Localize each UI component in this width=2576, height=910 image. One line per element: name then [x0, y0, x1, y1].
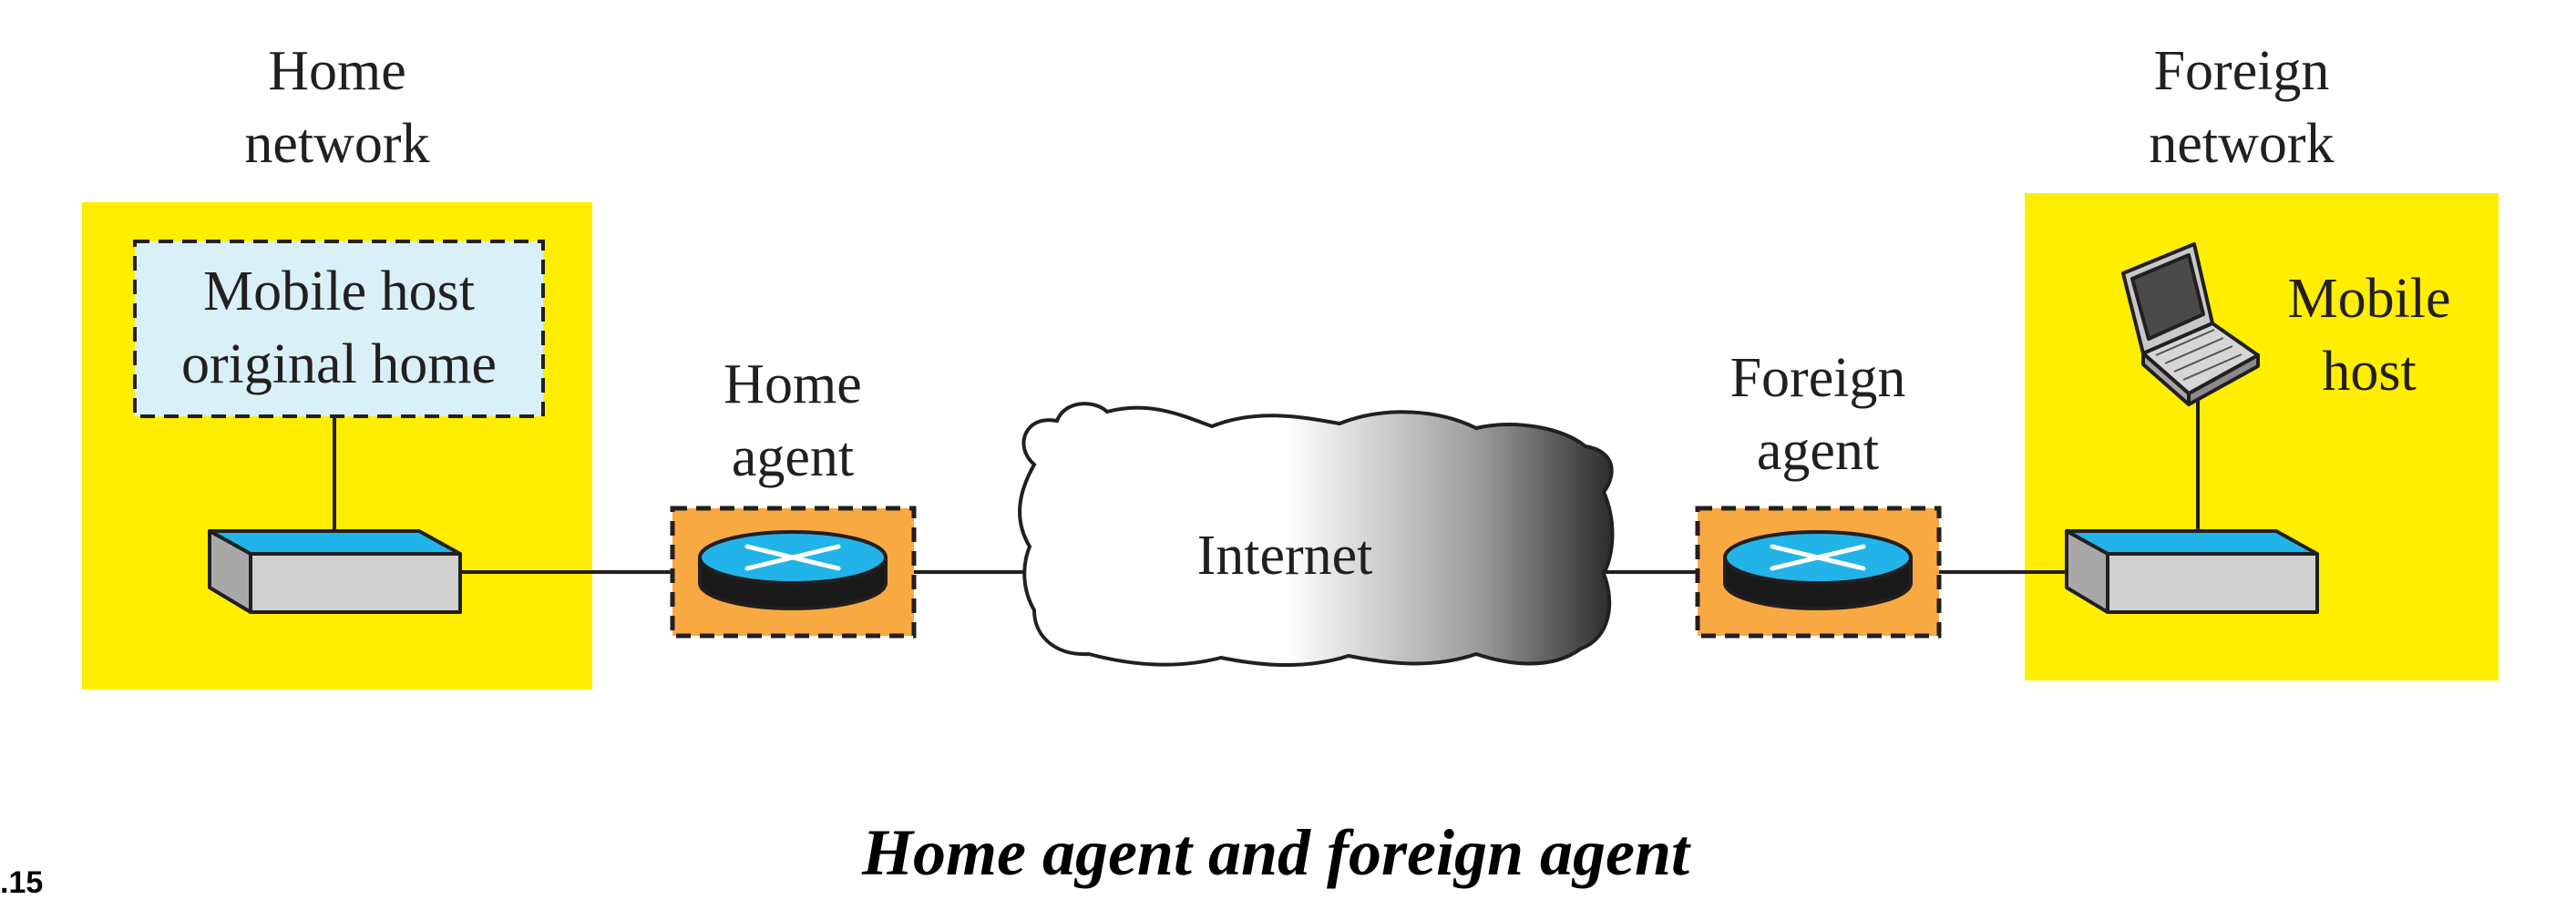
original-home-label: Mobile host original home: [135, 255, 543, 401]
laptop-icon: [2121, 242, 2260, 406]
foreign-network-label-line-1: Foreign: [2153, 40, 2330, 102]
internet-label: Internet: [1196, 525, 1373, 587]
original-home-label-line-2: original home: [180, 333, 498, 395]
mobile-host-label-line-2: host: [2322, 341, 2417, 403]
figure-caption: Home agent and foreign agent: [861, 816, 1689, 889]
internet-cloud-icon: [1018, 402, 1615, 667]
foreign-agent-label-line-1: Foreign: [1729, 347, 1906, 409]
home-switch-icon: [208, 529, 462, 614]
home-network-label-line-2: network: [244, 113, 430, 175]
home-network-label-line-1: Home: [268, 40, 406, 102]
mobile-host-label: Mobile host: [2251, 262, 2488, 408]
original-home-label-line-1: Mobile host: [203, 261, 475, 322]
home-agent-router-icon: [698, 530, 888, 610]
foreign-network-label: Foreign network: [2105, 35, 2378, 180]
home-agent-label: Home agent: [656, 348, 929, 494]
home-agent-label-line-2: agent: [731, 426, 855, 488]
original-home-box: [133, 240, 545, 418]
foreign-agent-router-icon: [1723, 530, 1913, 610]
mobile-host-label-line-1: Mobile: [2287, 268, 2451, 330]
foreign-network-label-line-2: network: [2149, 113, 2335, 175]
foreign-agent-label-line-2: agent: [1756, 420, 1880, 482]
home-agent-label-line-1: Home: [724, 353, 862, 415]
home-network-label: Home network: [210, 35, 465, 180]
figure-number: .15: [0, 865, 44, 900]
foreign-agent-label: Foreign agent: [1681, 342, 1955, 487]
foreign-switch-icon: [2065, 529, 2319, 614]
